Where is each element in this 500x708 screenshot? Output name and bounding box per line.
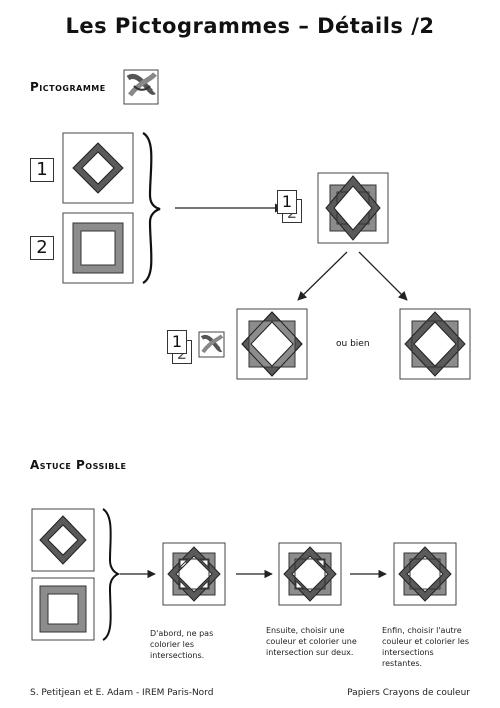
tile-diamond-1 [62, 132, 134, 204]
section-heading-astuce: Astuce Possible [30, 458, 127, 472]
tile-step-1 [162, 542, 226, 606]
page-title: Les Pictogrammes – Détails /2 [65, 14, 435, 38]
arrow-down-left [297, 251, 348, 301]
tile-diamond-bottom [31, 508, 95, 572]
caption-step-3: Enfin, choisir l'autre couleur et colori… [382, 626, 469, 668]
tile-option-a [236, 308, 308, 380]
tile-square-2 [62, 212, 134, 284]
knot-pictogram-small-icon [198, 331, 225, 358]
knot-pictogram-icon [123, 69, 159, 105]
arrow-down-right [358, 251, 408, 301]
footer-authors: S. Petitjean et E. Adam - IREM Paris-Nor… [30, 688, 214, 698]
label-box-1: 1 [30, 158, 54, 182]
tile-combined-center [317, 172, 389, 244]
caption-step-1: D'abord, ne pas colorier les intersectio… [150, 629, 214, 660]
caption-step-2: Ensuite, choisir une couleur et colorier… [266, 626, 357, 657]
section-heading-pictogramme: Pictogramme [30, 80, 106, 94]
label-box-2: 2 [30, 236, 54, 260]
stacked-card-1-small: 1 [167, 330, 187, 354]
tile-square-bottom [31, 577, 95, 641]
brace [142, 132, 161, 284]
tile-step-2 [278, 542, 342, 606]
ou-bien-label: ou bien [336, 339, 370, 349]
footer-title: Papiers Crayons de couleur [347, 688, 470, 698]
tile-option-b [399, 308, 471, 380]
stacked-card-1: 1 [277, 190, 297, 214]
brace-bottom [102, 508, 121, 641]
tile-step-3 [393, 542, 457, 606]
